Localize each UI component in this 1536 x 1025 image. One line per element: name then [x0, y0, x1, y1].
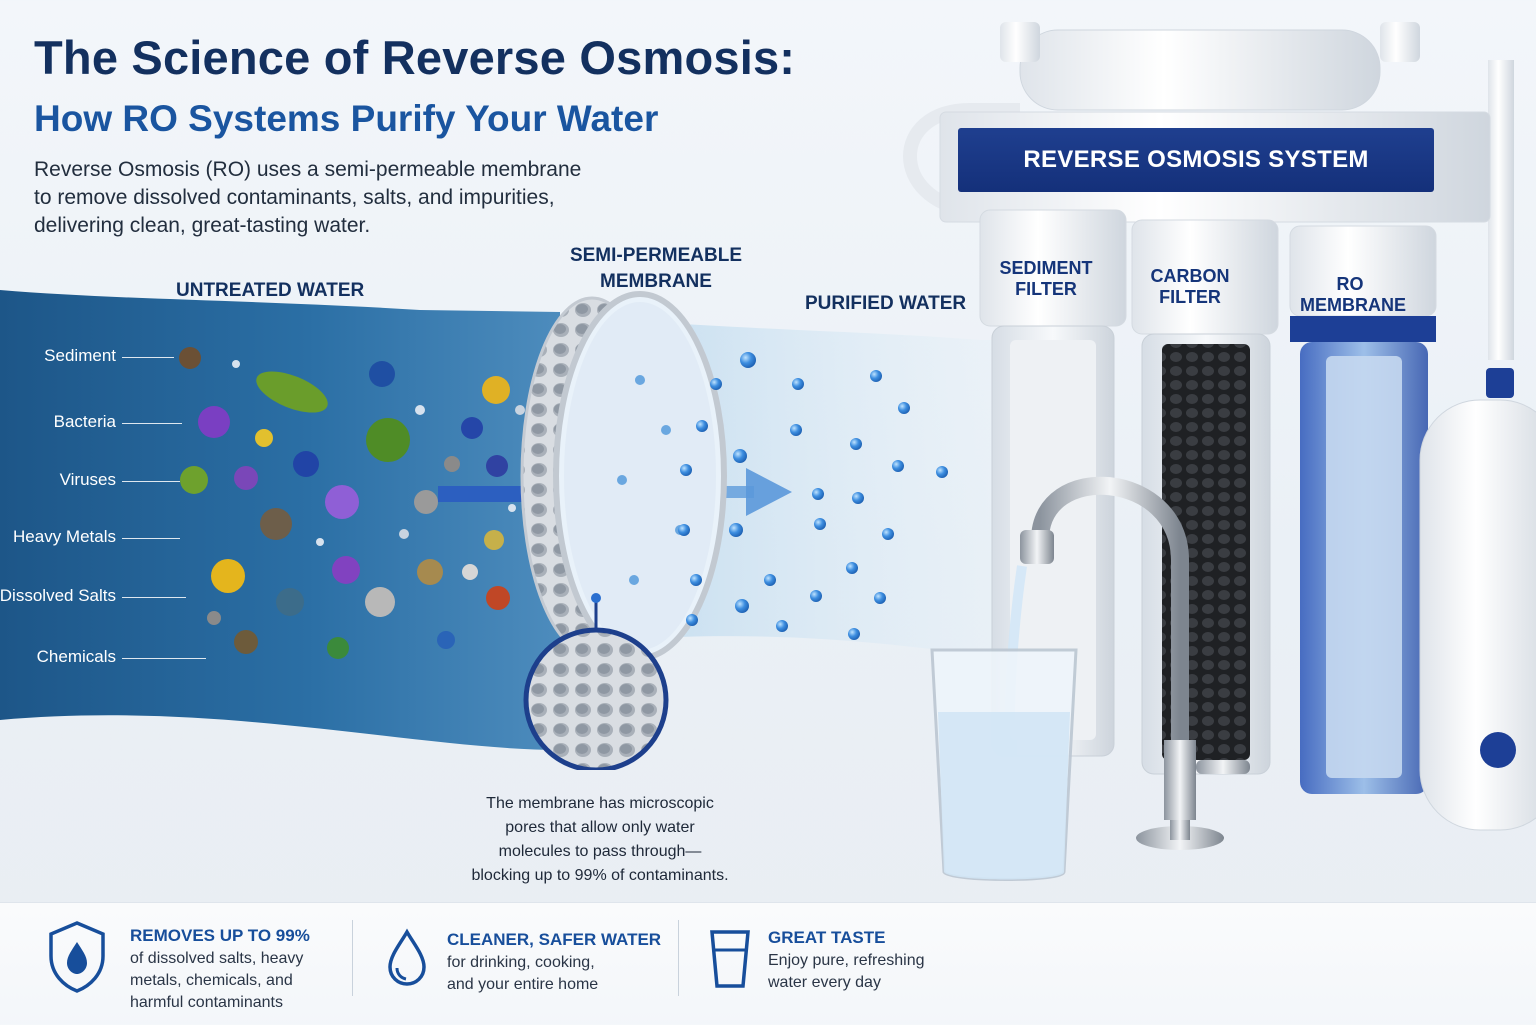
- leader-line: [122, 357, 174, 358]
- feature-title: CLEANER, SAFER WATER: [447, 930, 662, 949]
- fitting: [1380, 22, 1420, 62]
- ro-membrane-filter: [1289, 225, 1437, 794]
- membrane-disc: [520, 291, 727, 661]
- contaminant-label-sediment: Sediment: [44, 346, 116, 365]
- shield-drop-icon: [49, 921, 105, 993]
- membrane-caption: The membrane has microscopic pores that …: [440, 792, 760, 888]
- feature-taste: GREAT TASTE Enjoy pure, refreshing water…: [768, 928, 925, 994]
- fitting: [1000, 22, 1040, 62]
- contaminant-particles: [179, 347, 525, 659]
- water-molecules: [678, 352, 948, 640]
- feature-text: water every day: [768, 974, 881, 991]
- water-glass: [930, 648, 1078, 881]
- feature-bar: [0, 902, 1536, 1025]
- filter-label-line: RO: [1336, 274, 1364, 294]
- feature-text: of dissolved salts, heavy: [130, 950, 304, 967]
- leader-line: [122, 538, 180, 539]
- feature-removes: REMOVES UP TO 99% of dissolved salts, he…: [130, 926, 310, 1014]
- divider: [352, 920, 353, 996]
- intro-line: delivering clean, great-tasting water.: [34, 214, 371, 237]
- filter-label-line: FILTER: [1015, 279, 1077, 299]
- feature-text: Enjoy pure, refreshing: [768, 952, 925, 969]
- contaminant-label-heavy-metals: Heavy Metals: [13, 527, 116, 546]
- caption-line: pores that allow only water: [505, 819, 695, 836]
- faucet: [1005, 476, 1250, 850]
- intro-paragraph: Reverse Osmosis (RO) uses a semi-permeab…: [34, 156, 654, 240]
- purified-water-label: PURIFIED WATER: [805, 293, 967, 314]
- feature-title: REMOVES UP TO 99%: [130, 926, 310, 945]
- membrane-label: SEMI-PERMEABLE MEMBRANE: [556, 243, 756, 295]
- page-subtitle: How RO Systems Purify Your Water: [34, 98, 659, 139]
- side-pipe: [1488, 60, 1514, 360]
- membrane-zoom-view: [523, 593, 669, 770]
- caption-line: The membrane has microscopic: [486, 795, 714, 812]
- page-title: The Science of Reverse Osmosis:: [34, 31, 796, 84]
- filter-label-line: FILTER: [1159, 287, 1221, 307]
- filter-label-line: MEMBRANE: [1300, 295, 1406, 315]
- leader-line: [122, 481, 180, 482]
- membrane-label-line: MEMBRANE: [600, 271, 712, 292]
- intro-line: to remove dissolved contaminants, salts,…: [34, 186, 555, 209]
- water-drop-icon: [388, 928, 426, 986]
- membrane-label-line: SEMI-PERMEABLE: [569, 245, 743, 266]
- storage-tank: [1419, 368, 1536, 831]
- contaminant-label-dissolved-salts: Dissolved Salts: [0, 586, 116, 605]
- glass-icon: [710, 930, 750, 988]
- ro-system-banner: REVERSE OSMOSIS SYSTEM: [958, 128, 1434, 192]
- filter-label-line: SEDIMENT: [999, 258, 1093, 278]
- sediment-filter-label: SEDIMENT FILTER: [996, 258, 1096, 300]
- leader-line: [122, 658, 206, 659]
- feature-cleaner: CLEANER, SAFER WATER for drinking, cooki…: [447, 930, 661, 996]
- divider: [678, 920, 679, 996]
- caption-line: blocking up to 99% of contaminants.: [471, 867, 729, 884]
- water-flow-illustration: [0, 290, 1010, 770]
- top-filter-housing: [1019, 29, 1381, 111]
- contaminant-label-chemicals: Chemicals: [36, 647, 116, 666]
- feature-text: metals, chemicals, and: [130, 972, 293, 989]
- feature-title: GREAT TASTE: [768, 928, 886, 947]
- contaminant-label-viruses: Viruses: [59, 470, 116, 489]
- feature-text: harmful contaminants: [130, 994, 283, 1011]
- contaminant-label-bacteria: Bacteria: [53, 412, 116, 431]
- filter-label-line: CARBON: [1150, 266, 1230, 286]
- feature-text: for drinking, cooking,: [447, 954, 595, 971]
- leader-line: [122, 423, 182, 424]
- caption-line: molecules to pass through—: [498, 843, 702, 860]
- ro-membrane-label: RO MEMBRANE: [1300, 274, 1406, 316]
- intro-line: Reverse Osmosis (RO) uses a semi-permeab…: [34, 158, 582, 181]
- leader-line: [122, 597, 186, 598]
- carbon-filter-label: CARBON FILTER: [1140, 266, 1240, 308]
- untreated-water-label: UNTREATED WATER: [176, 280, 365, 301]
- feature-text: and your entire home: [447, 976, 599, 993]
